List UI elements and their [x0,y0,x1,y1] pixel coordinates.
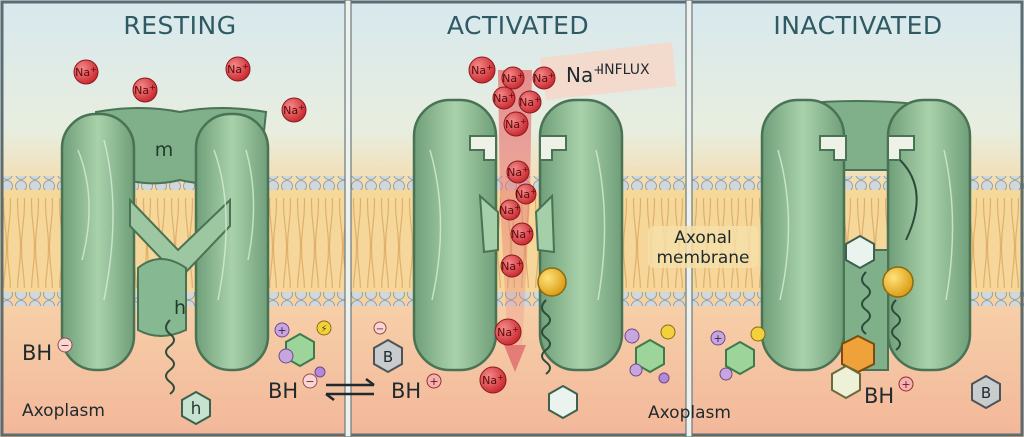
svg-text:−: − [376,324,384,335]
svg-text:Na+: Na+ [227,62,249,76]
svg-text:⚡: ⚡ [320,324,327,335]
m-gate-label: m [155,139,174,161]
h-gate-hexagon [845,234,875,270]
equilibrium-arrow-icon [325,378,375,401]
bh-neutral-label: BH [268,379,298,403]
minus-charge-icon: − [57,337,73,353]
svg-text:Na+: Na+ [501,259,523,273]
drug-binding-site [537,267,567,297]
svg-text:Na+: Na+ [502,71,524,85]
h-gate-hexagon: h [181,390,211,426]
svg-text:membrane: membrane [656,248,749,268]
svg-text:Na+: Na+ [511,227,533,241]
na-ion: Na+ [132,77,158,103]
drug-molecule-icon: + [710,326,766,381]
na-ion: Na+ [532,66,556,90]
na-ion: Na+ [225,56,251,82]
drug-molecule-icon [624,324,676,384]
axoplasm-label-center: Axoplasm [648,403,731,423]
svg-text:+: + [277,324,286,337]
svg-text:Na+: Na+ [499,203,521,217]
na-ion: Na+ [501,66,525,90]
sodium-channel-inactivated [760,98,972,400]
svg-text:INFLUX: INFLUX [600,62,650,78]
svg-text:Na+: Na+ [566,63,603,87]
na-ion: Na+ [503,111,529,137]
svg-text:−: − [305,375,314,388]
svg-text:Na+: Na+ [507,165,529,179]
svg-text:Na+: Na+ [505,117,527,131]
svg-text:Na+: Na+ [134,83,156,97]
svg-text:−: − [60,339,69,352]
svg-text:Na+: Na+ [515,187,537,201]
panel-divider [344,0,352,437]
panel-title-resting: RESTING [123,11,236,40]
activated-panel: Na+ INFLUX Na+ Na+ Na+ Na+ Na+ Na+ Na+ N… [373,42,758,423]
svg-text:+: + [429,375,438,388]
neutral-b-hexagon: B − [373,321,403,374]
panel-divider [685,0,693,437]
svg-text:+: + [901,378,910,391]
svg-text:Na+: Na+ [533,71,555,85]
neutral-b-hexagon: B [971,374,1001,410]
na-ion: Na+ [492,86,516,110]
inactivated-panel: BH + + B [710,98,1001,410]
bh-protonated-label-right: BH [864,384,894,408]
plus-charge-icon: + [426,373,442,389]
axoplasm-label-left: Axoplasm [22,401,105,421]
na-ion: Na+ [281,97,307,123]
svg-text:+: + [713,332,722,345]
na-ion: Na+ [518,90,542,114]
bound-drug-ring-icon [831,364,861,400]
drug-molecule-icon: + ⚡ [274,320,332,378]
svg-text:Na+: Na+ [497,325,519,339]
minus-charge-icon: − [302,373,318,389]
na-ion: Na+ [510,222,534,246]
svg-text:Na+: Na+ [482,373,504,387]
na-ion: Na+ [468,56,496,84]
bh-protonated-label: BH [391,379,421,403]
sodium-channel-open [412,98,624,420]
axonal-membrane-label: Axonal membrane [648,226,758,268]
na-influx-banner: Na+ INFLUX [540,42,676,100]
na-ion: Na+ [479,366,507,394]
na-ion: Na+ [494,318,522,346]
na-ion: Na+ [499,199,521,221]
na-ion: Na+ [506,160,530,184]
resting-panel: Na+ Na+ Na+ Na+ m h h BH − Axoplasm + [22,56,332,426]
na-ion: Na+ [500,254,524,278]
svg-text:B: B [981,384,991,402]
svg-text:h: h [191,399,202,419]
panel-title-inactivated: INACTIVATED [773,11,942,40]
svg-text:Na+: Na+ [75,65,97,79]
svg-text:Axonal: Axonal [674,228,731,248]
plus-charge-icon: + [898,376,914,392]
svg-text:Na+: Na+ [283,103,305,117]
sodium-channel-closed: m h h [60,107,270,426]
panel-title-activated: ACTIVATED [447,11,589,40]
h-gate-hexagon [548,384,578,420]
svg-text:B: B [383,348,393,366]
svg-text:Na+: Na+ [493,91,515,105]
na-ion: Na+ [515,183,537,205]
svg-text:Na+: Na+ [471,63,493,77]
na-ion: Na+ [73,59,99,85]
svg-text:Na+: Na+ [519,95,541,109]
h-gate-label: h [174,297,186,319]
bh-neutral-label-left: BH [22,341,52,365]
drug-binding-site [882,266,914,298]
